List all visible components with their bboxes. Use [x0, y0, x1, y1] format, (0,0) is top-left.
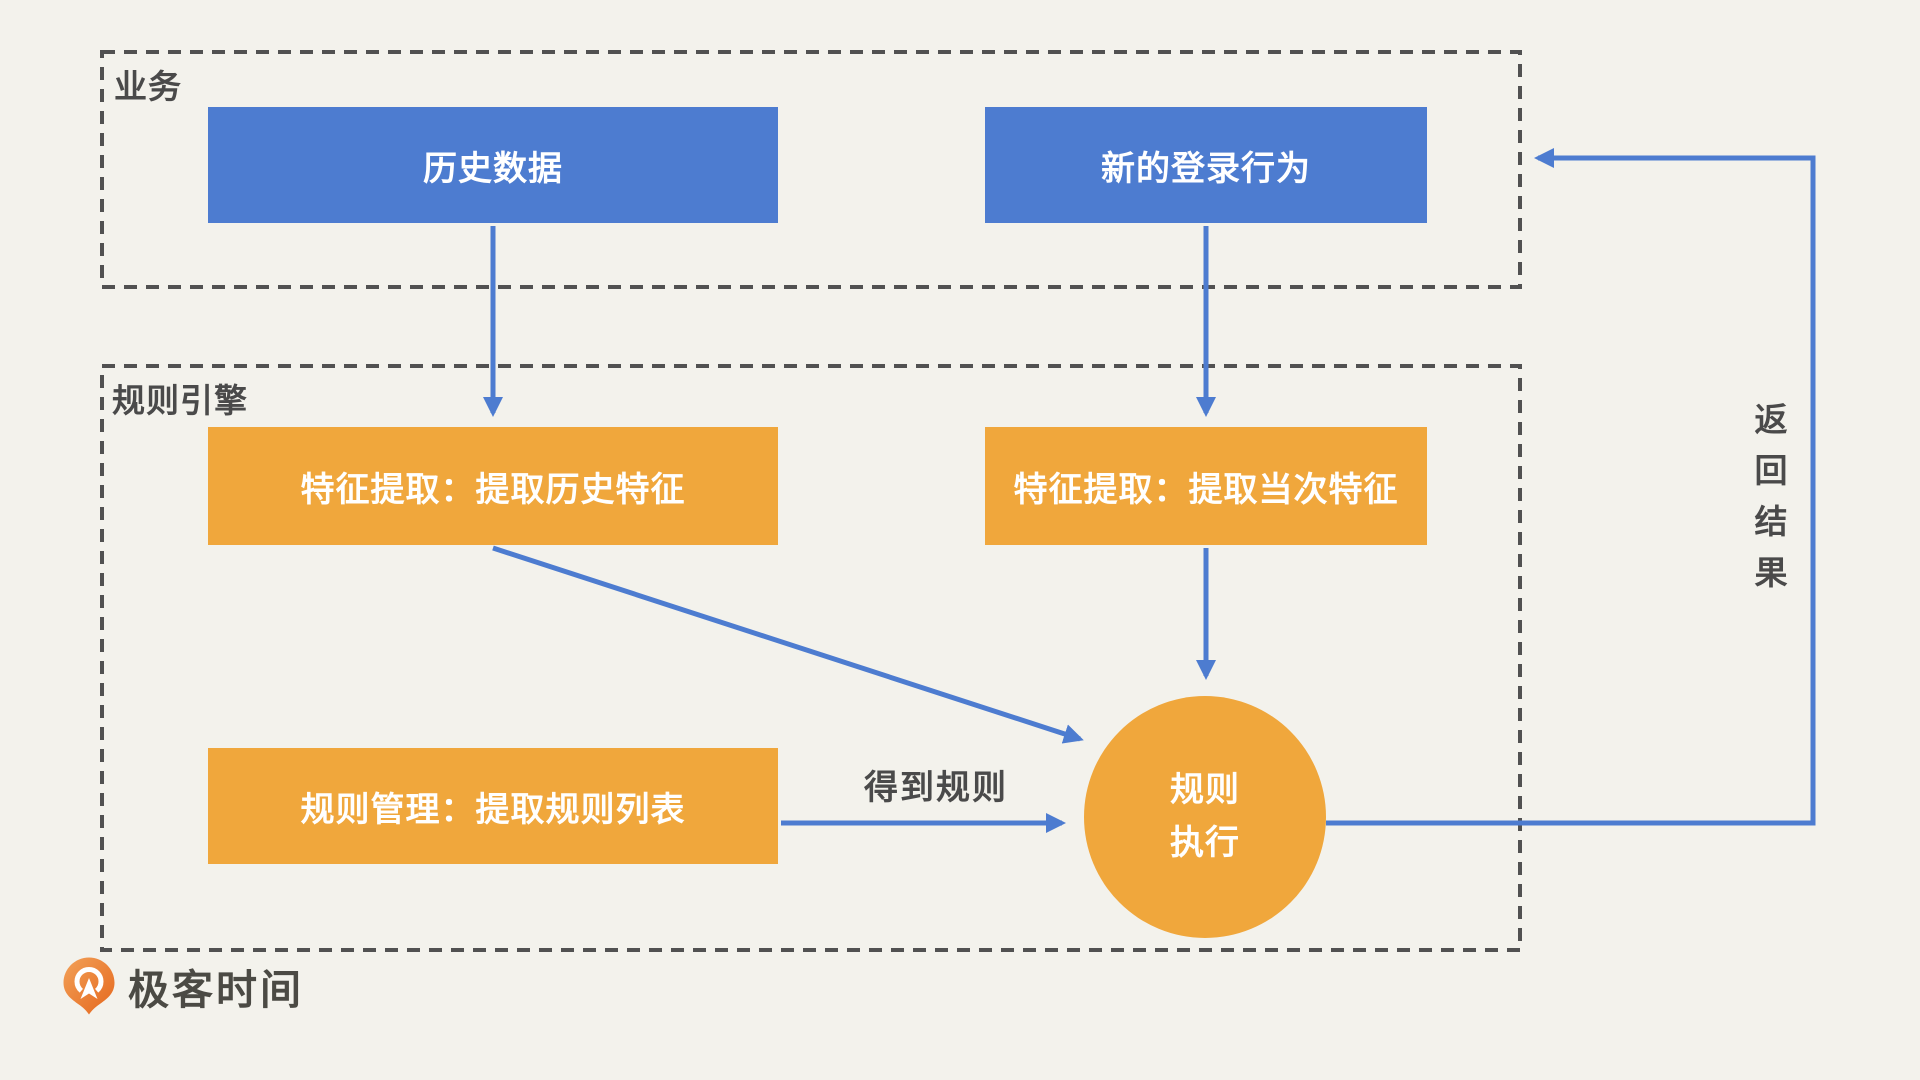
node-rule-management: 规则管理：提取规则列表 [208, 748, 778, 864]
geektime-logo: 极客时间 [62, 956, 304, 1016]
node-feature-extraction-current: 特征提取：提取当次特征 [985, 427, 1427, 545]
group-label-business: 业务 [114, 68, 182, 105]
edge-label-get-rules: 得到规则 [864, 769, 1008, 807]
node-rule-execution: 规则 执行 [1084, 696, 1326, 938]
node-historical-data-label: 历史数据 [423, 149, 563, 188]
logo-ring-shape [74, 967, 104, 996]
node-new-login-behavior: 新的登录行为 [985, 107, 1427, 223]
group-label-rule-engine: 规则引擎 [112, 382, 248, 419]
node-feature-extraction-history-label: 特征提取：提取历史特征 [300, 470, 686, 509]
geektime-logo-icon [63, 957, 115, 1015]
edge-feature-history-to-rule-execution [492, 545, 1084, 744]
node-feature-extraction-current-label: 特征提取：提取当次特征 [1013, 470, 1399, 509]
logo-arrow-shape [80, 978, 98, 999]
edge-label-return-result: 返回结果 [1750, 402, 1787, 606]
node-rule-management-label: 规则管理：提取规则列表 [300, 790, 686, 829]
node-rule-execution-label-line2: 执行 [1170, 824, 1240, 862]
geektime-logo-text: 极客时间 [128, 967, 304, 1013]
node-historical-data: 历史数据 [208, 107, 778, 223]
node-new-login-behavior-label: 新的登录行为 [1101, 149, 1311, 188]
node-feature-extraction-history: 特征提取：提取历史特征 [208, 427, 778, 545]
node-rule-execution-label-line1: 规则 [1170, 771, 1240, 810]
